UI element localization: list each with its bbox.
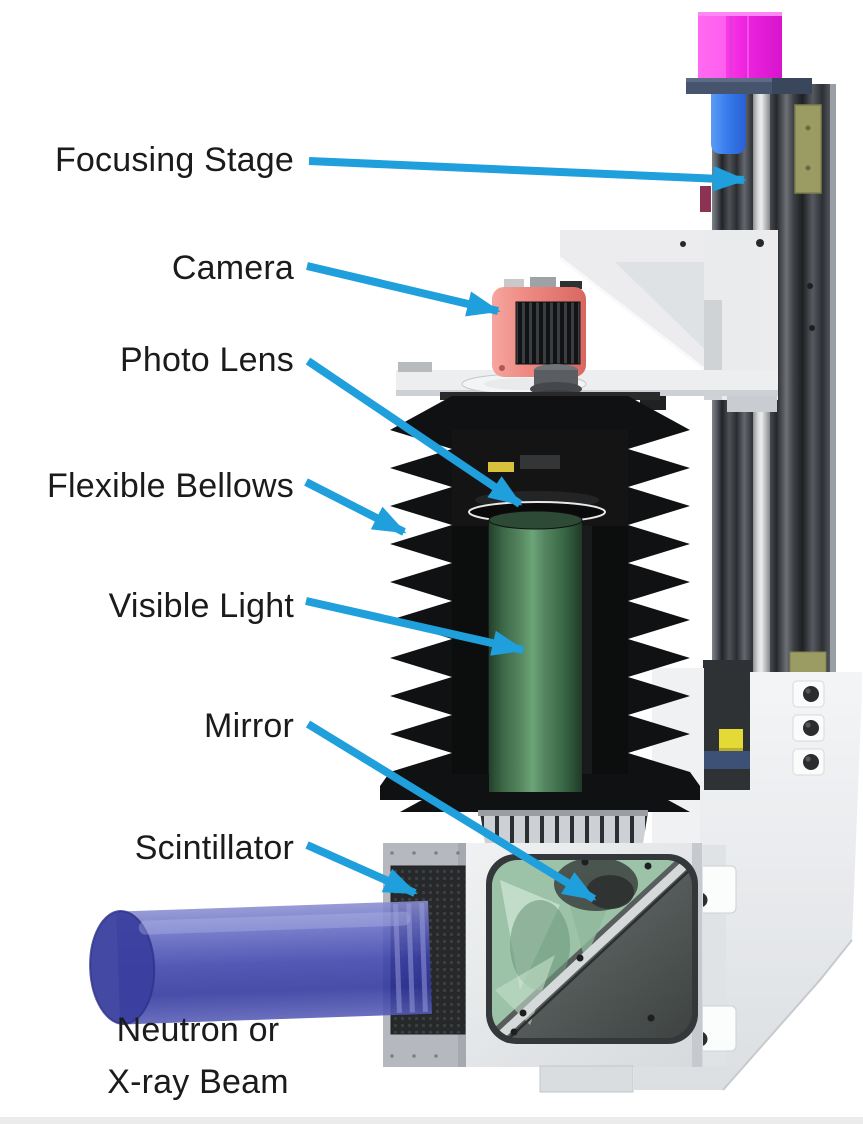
body-screw-recesses	[792, 680, 825, 776]
motor-coupler	[711, 94, 746, 154]
mirror-opening	[486, 854, 698, 1044]
motor-mount-plate	[686, 78, 812, 94]
label-focusing-stage: Focusing Stage	[54, 141, 294, 179]
housing-foot	[539, 1065, 634, 1093]
camera-bracket	[559, 230, 778, 412]
label-mirror: Mirror	[204, 707, 294, 745]
label-scintillator: Scintillator	[134, 829, 294, 867]
label-photo-lens: Photo Lens	[119, 341, 294, 379]
stepper-motor	[698, 12, 782, 78]
table-edge	[0, 1117, 863, 1124]
lower-stage-plate	[694, 729, 750, 769]
label-flexible-bellows: Flexible Bellows	[47, 467, 294, 505]
limit-switch	[700, 186, 711, 212]
rail-bracket-olive	[789, 104, 827, 675]
camera-body	[492, 277, 586, 406]
camera-heatsink-fins	[515, 301, 581, 365]
beam-tube	[89, 900, 432, 1025]
mirror-housing	[383, 843, 703, 1093]
flexible-bellows	[380, 392, 700, 812]
lead-screw	[753, 92, 770, 760]
label-neutron-xray-beam: Neutron or X-ray Beam	[107, 1011, 289, 1101]
visible-light-column	[488, 510, 583, 792]
label-camera: Camera	[171, 249, 294, 287]
label-visible-light: Visible Light	[108, 587, 294, 625]
